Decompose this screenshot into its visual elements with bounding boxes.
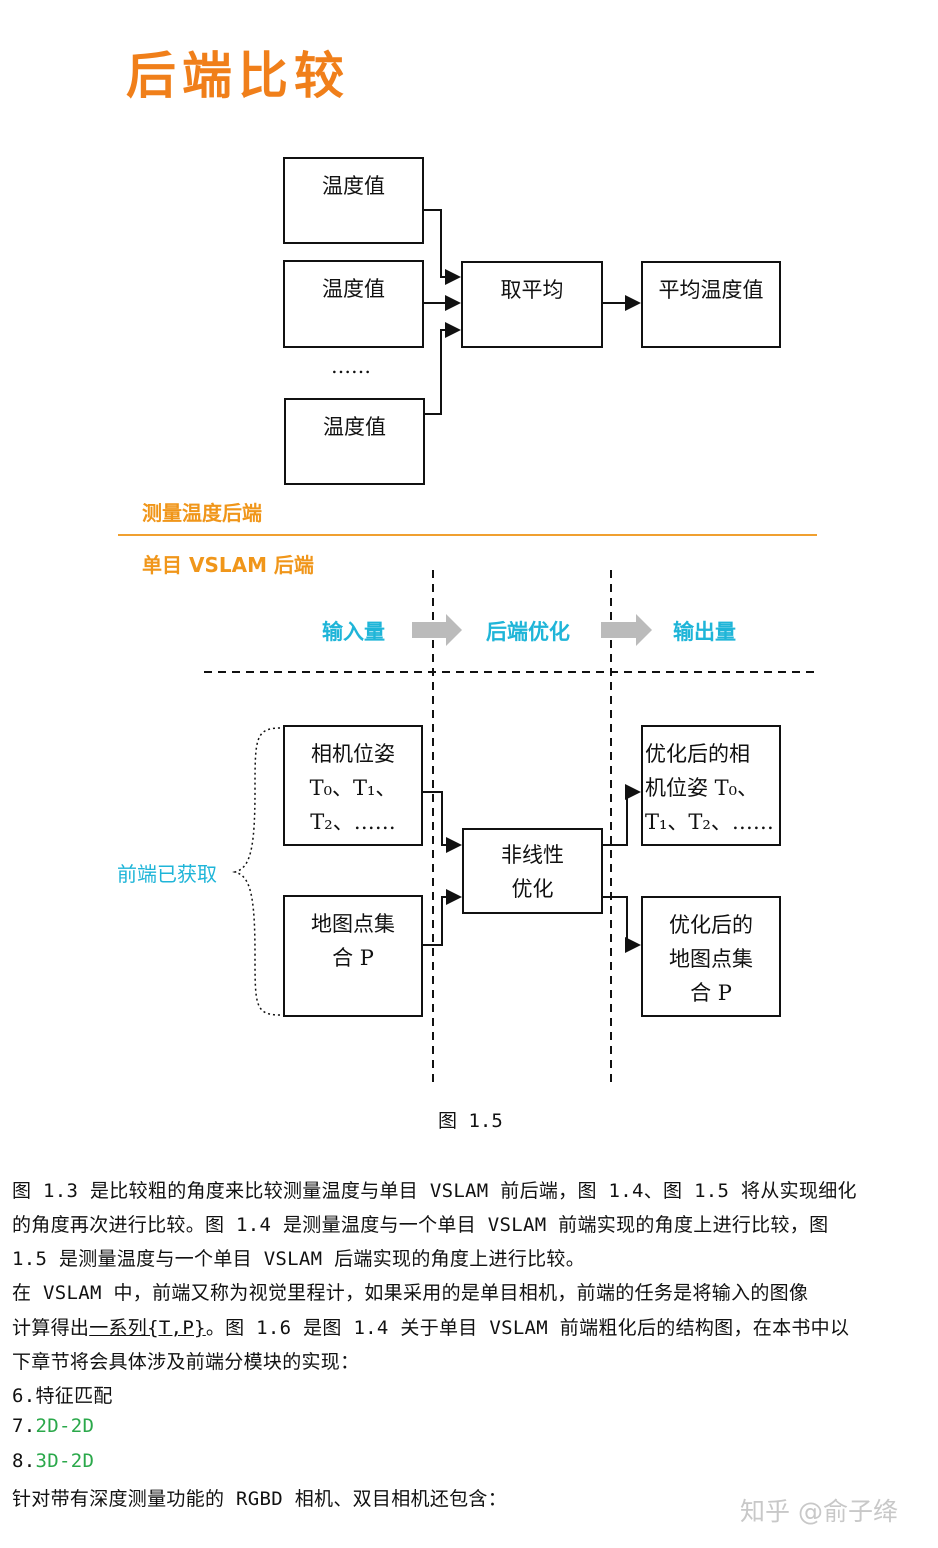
figure-caption: 图 1.5 [438, 1110, 503, 1132]
box-line: 优化后的 [669, 913, 753, 937]
paragraph-line: 的角度再次进行比较。图 1.4 是测量温度与一个单目 VSLAM 前端实现的角度… [12, 1214, 829, 1236]
input-box: 温度值 [283, 260, 424, 348]
text: 计算得出 [12, 1317, 90, 1339]
brace [232, 727, 281, 1016]
paragraph-line: 1.5 是测量温度与一个单目 VSLAM 后端实现的角度上进行比较。 [12, 1248, 586, 1270]
box-label: 温度值 [322, 277, 385, 301]
connector [602, 896, 641, 953]
paragraph-line: 在 VSLAM 中，前端又称为视觉里程计，如果采用的是单目相机，前端的任务是将输… [12, 1282, 809, 1304]
box-line: T₁、T₂、…… [645, 810, 774, 834]
box-line: 优化 [511, 877, 554, 901]
box-line: T₀、T₁、 [309, 776, 397, 800]
box-line: 机位姿 T₀、 [645, 776, 759, 800]
frontend-label: 前端已获取 [117, 862, 217, 886]
connector [422, 791, 462, 853]
box-line: 合 P [690, 981, 732, 1005]
pose-box: 相机位姿 T₀、T₁、 T₂、…… [283, 725, 423, 846]
section-label-vslam: 单目 VSLAM 后端 [142, 553, 314, 577]
output-box: 平均温度值 [641, 261, 781, 348]
box-label: 平均温度值 [658, 278, 764, 302]
optimized-map-box: 优化后的 地图点集 合 P [641, 896, 781, 1017]
text: 。图 1.6 是图 1.4 关于单目 VSLAM 前端粗化后的结构图，在本书中以 [205, 1317, 850, 1339]
list-link[interactable]: 3D-2D [35, 1450, 95, 1472]
underlined-text: 一系列{T,P} [89, 1317, 206, 1339]
connector [423, 209, 461, 285]
list-number: 8. [12, 1450, 36, 1472]
box-line: 优化后的相 [645, 742, 750, 766]
list-number: 6. [12, 1385, 36, 1407]
box-label: 取平均 [500, 278, 564, 302]
list-link[interactable]: 2D-2D [35, 1415, 95, 1437]
ellipsis: …… [331, 354, 371, 378]
box-line: 合 P [332, 946, 374, 970]
header-output: 输出量 [673, 620, 736, 644]
box-line: T₂、…… [310, 810, 396, 834]
paragraph-line: 下章节将会具体涉及前端分模块的实现： [12, 1351, 360, 1373]
average-box: 取平均 [461, 261, 603, 348]
box-label: 温度值 [323, 415, 386, 439]
section-label-measure: 测量温度后端 [142, 501, 262, 525]
list-text: 特征匹配 [35, 1385, 113, 1407]
nonlinear-optimization-box: 非线性 优化 [462, 828, 603, 914]
page-title: 后端比较 [126, 47, 350, 105]
box-label: 温度值 [322, 174, 385, 198]
connector [422, 889, 462, 946]
watermark: 知乎 @俞子绛 [740, 1497, 898, 1526]
list-item[interactable]: 8.3D-2D [12, 1450, 94, 1472]
list-number: 7. [12, 1415, 36, 1437]
optimized-pose-box: 优化后的相 机位姿 T₀、 T₁、T₂、…… [641, 725, 781, 846]
header-optimize: 后端优化 [486, 620, 570, 644]
list-item[interactable]: 7.2D-2D [12, 1415, 94, 1437]
input-box: 温度值 [284, 398, 425, 485]
paragraph-line: 针对带有深度测量功能的 RGBD 相机、双目相机还包含： [12, 1488, 508, 1510]
box-line: 地图点集 [669, 947, 753, 971]
box-line: 相机位姿 [311, 742, 395, 766]
map-box: 地图点集 合 P [283, 895, 423, 1017]
header-input: 输入量 [322, 620, 385, 644]
connector [424, 322, 461, 415]
paragraph-line: 图 1.3 是比较粗的角度来比较测量温度与单目 VSLAM 前后端，图 1.4、… [12, 1180, 857, 1202]
list-item: 6.特征匹配 [12, 1381, 113, 1408]
box-line: 非线性 [501, 843, 564, 867]
connector [602, 784, 641, 846]
input-box: 温度值 [283, 157, 424, 244]
arrow-right-icon [601, 614, 652, 646]
box-line: 地图点集 [311, 912, 395, 936]
arrow-right-icon [412, 614, 462, 646]
paragraph-line: 计算得出一系列{T,P}。图 1.6 是图 1.4 关于单目 VSLAM 前端粗… [12, 1313, 849, 1340]
